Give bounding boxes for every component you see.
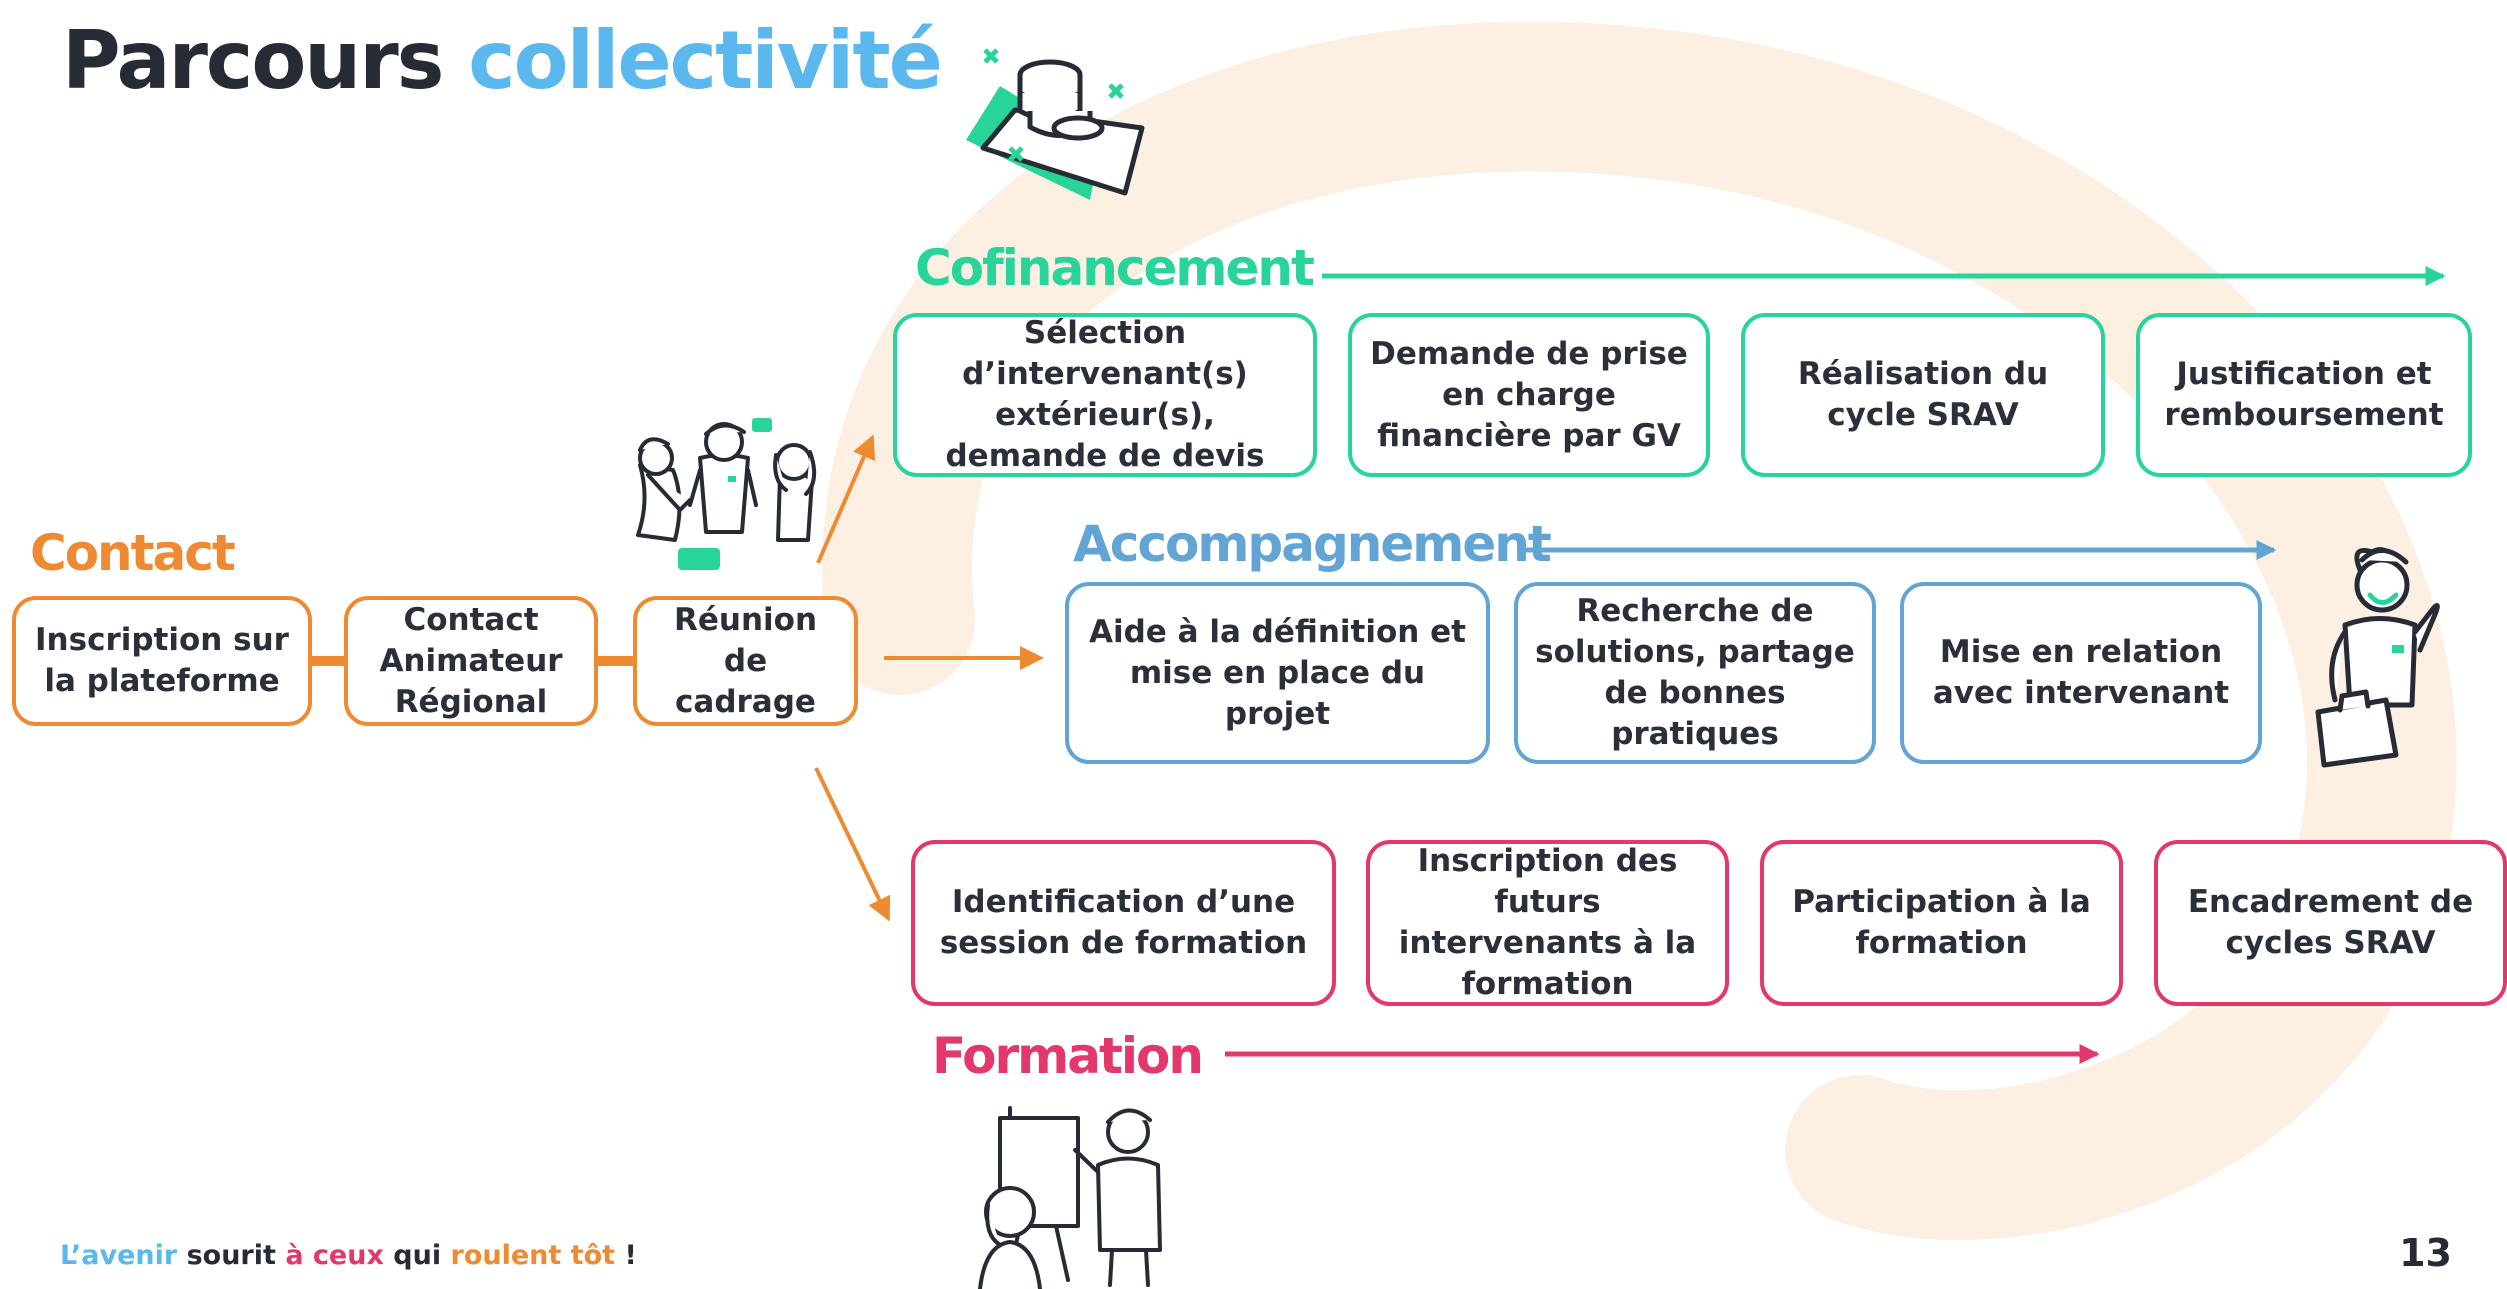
tagline-part-2: sourit <box>177 1240 286 1271</box>
formation-step-identification: Identification d’une session de formatio… <box>911 840 1336 1006</box>
tagline-part-1: L’avenir <box>60 1240 178 1271</box>
cofinancement-step-justification: Justification et remboursement <box>2136 313 2472 477</box>
cofinancement-label: Cofinancement <box>915 239 1315 297</box>
formation-step-inscription: Inscription des futurs intervenants à la… <box>1366 840 1729 1006</box>
coins-money-icon <box>966 48 1145 200</box>
contact-step-animateur: Contact Animateur Régional <box>344 596 598 726</box>
contact-step-inscription: Inscription sur la plateforme <box>12 596 312 726</box>
page-number: 13 <box>2399 1231 2452 1275</box>
contact-connector-2 <box>598 656 634 666</box>
team-people-icon <box>636 418 817 570</box>
formation-step-encadrement: Encadrement de cycles SRAV <box>2154 840 2507 1006</box>
arrow-to-formation <box>814 767 891 922</box>
contact-step-reunion: Réunion de cadrage <box>633 596 858 726</box>
footer-tagline: L’avenir sourit à ceux qui roulent tôt ! <box>60 1238 637 1274</box>
cofinancement-step-demande: Demande de prise en charge financière pa… <box>1348 313 1710 477</box>
tagline-part-6: ! <box>615 1240 637 1271</box>
contact-label: Contact <box>30 524 236 582</box>
formation-label: Formation <box>932 1027 1204 1085</box>
tagline-part-4: qui <box>383 1240 451 1271</box>
tagline-part-3: à ceux <box>285 1240 384 1271</box>
title-accent: collectivité <box>468 14 943 107</box>
cofinancement-step-realisation: Réalisation du cycle SRAV <box>1741 313 2105 477</box>
accompagnement-step-mise-en-relation: Mise en relation avec intervenant <box>1900 582 2262 764</box>
tagline-part-5: roulent tôt <box>450 1240 616 1271</box>
title-main: Parcours <box>62 14 444 107</box>
page-title: Parcours collectivité <box>62 6 943 116</box>
formation-step-participation: Participation à la formation <box>1760 840 2123 1006</box>
accompagnement-step-recherche: Recherche de solutions, partage de bonne… <box>1514 582 1876 764</box>
accompagnement-step-aide: Aide à la définition et mise en place du… <box>1065 582 1490 764</box>
contact-connector-1 <box>312 656 346 666</box>
trainer-whiteboard-icon <box>978 1106 1162 1289</box>
cofinancement-step-selection: Sélection d’intervenant(s) extérieur(s),… <box>893 313 1317 477</box>
arrow-to-cofinancement <box>816 434 876 564</box>
accompagnement-label: Accompagnement <box>1073 515 1552 573</box>
advisor-briefcase-icon <box>2315 547 2440 768</box>
